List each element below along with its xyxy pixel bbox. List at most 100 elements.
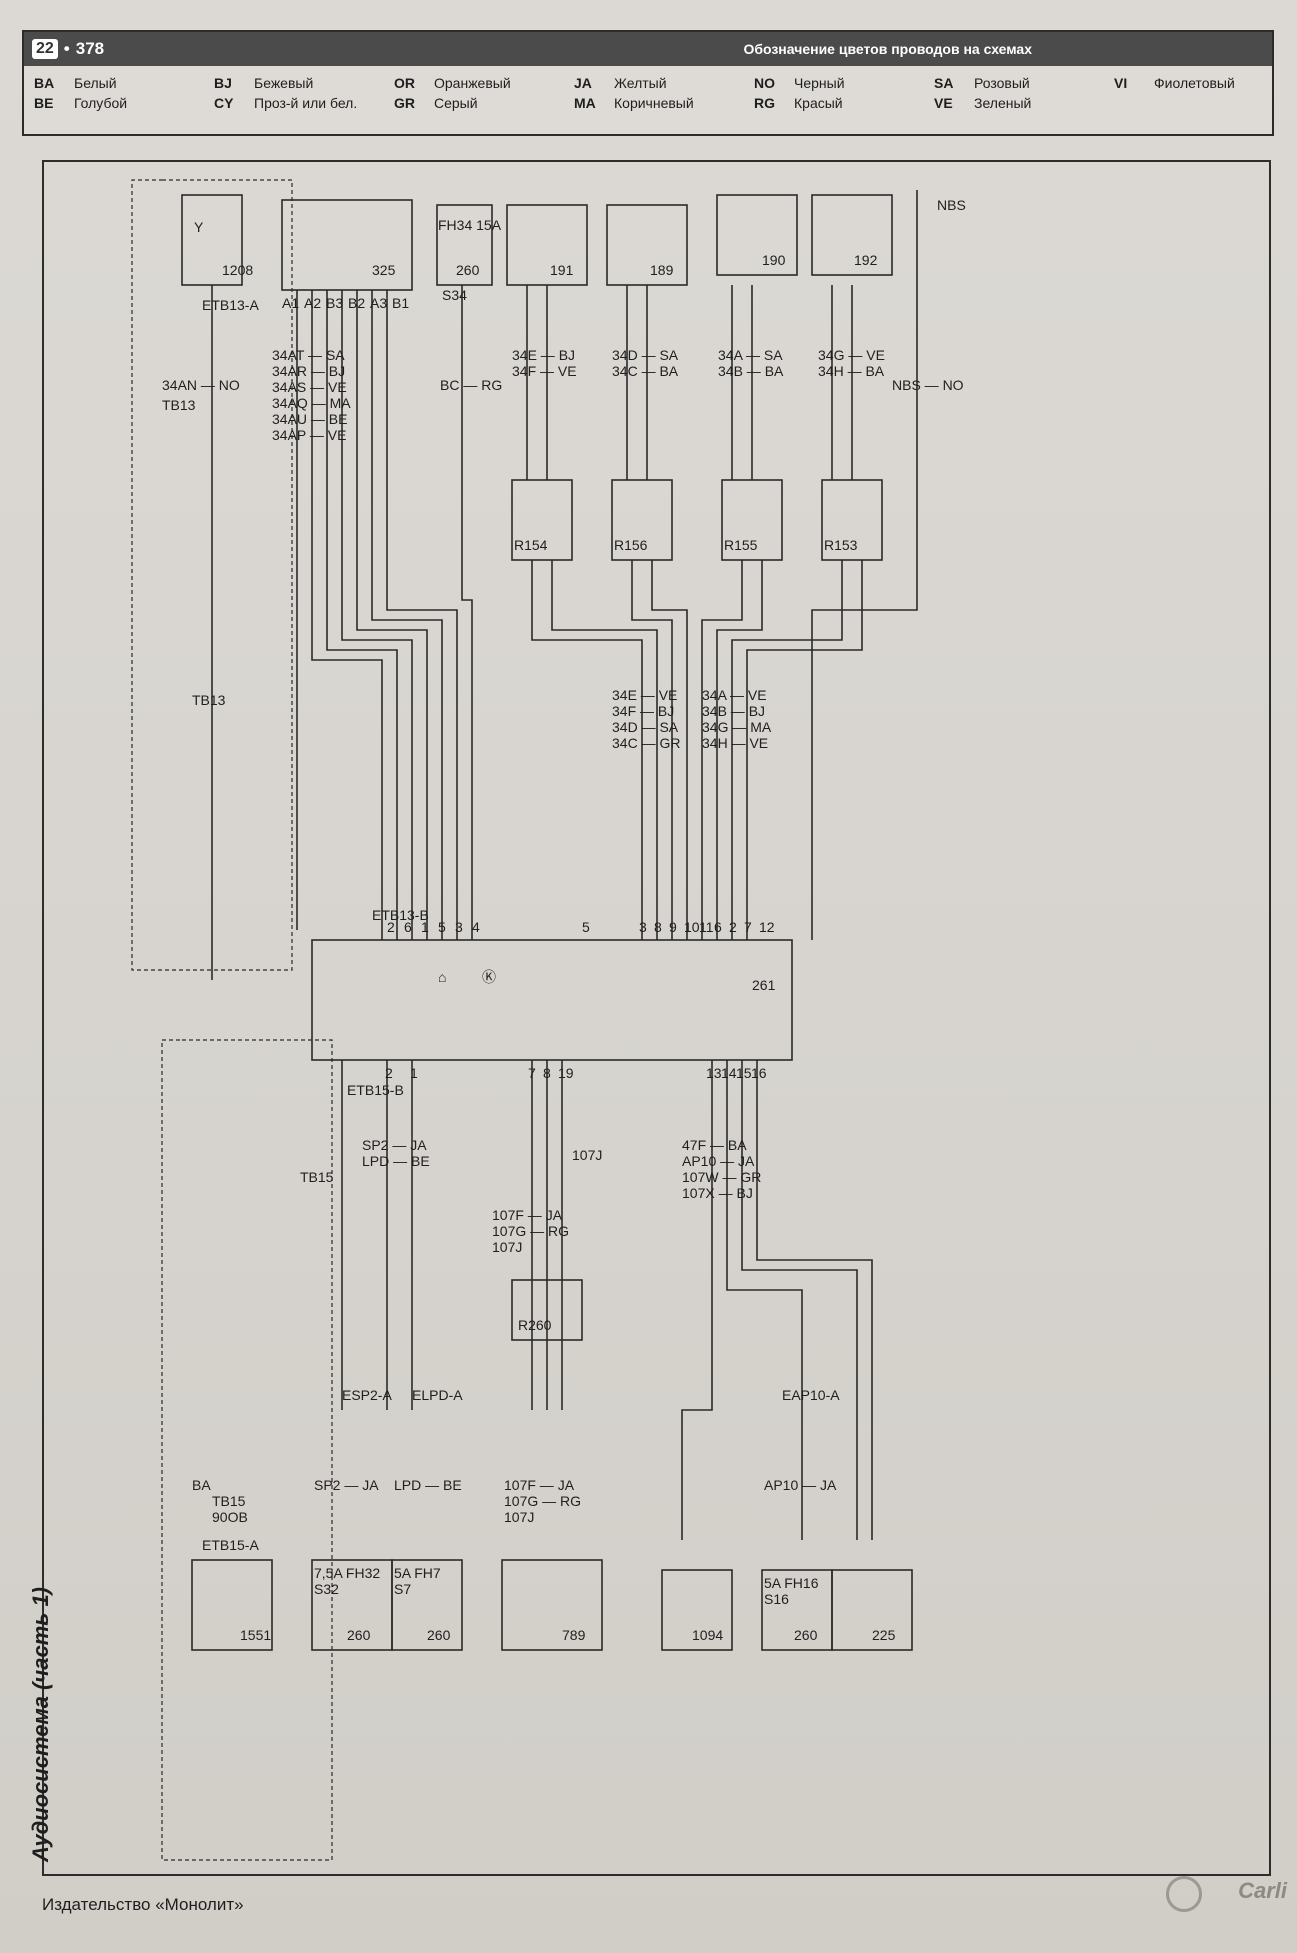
wire-tb13-b: TB13 [192,692,226,708]
bottom-mid-wire: 107J [572,1147,602,1163]
eap10a-label: EAP10-A [782,1387,840,1403]
c260d-wire: AP10 — JA [764,1477,837,1493]
etb15a-label: ETB15-A [202,1537,259,1553]
bundle-wire: 34F — BJ [612,703,674,719]
c1551-label: 1551 [240,1627,271,1643]
r154-label: R154 [514,537,548,553]
header-bar [24,32,1272,66]
c1551-wire: BA [192,1477,211,1493]
unit-right-pin: 9 [669,919,677,935]
r153-label: R153 [824,537,858,553]
bundle-wire: 34E — VE [612,687,677,703]
c260c-label: 260 [427,1627,451,1643]
bottom-left-wire: LPD — BE [362,1153,430,1169]
esp2a-label: ESP2-A [342,1387,392,1403]
fuse-260b-pin: S32 [314,1581,339,1597]
etb15b-label: ETB15-B [347,1082,404,1098]
bottom-mid-wire: 107G — RG [492,1223,569,1239]
c789-wire: 107G — RG [504,1493,581,1509]
spk189-wire: 34D — SA [612,347,679,363]
c325-pin: B3 [326,295,343,311]
unit-right-pin: 3 [639,919,647,935]
unit-bottom-pin: 8 [543,1065,551,1081]
c260b-wire: SP2 — JA [314,1477,379,1493]
unit-top-pin: 5 [438,919,446,935]
c325-wire: 34AS — VE [272,379,347,395]
c325-pin: A2 [304,295,321,311]
unit-top-pin: 3 [455,919,463,935]
c325-wire: 34AU — BE [272,411,347,427]
c325-pin: B1 [392,295,409,311]
nbs-wire: NBS — NO [892,377,964,393]
page-number: 378 [75,39,105,58]
wire-tb13: TB13 [162,397,196,413]
bundle-wire: 34G — MA [702,719,772,735]
c225-label: 225 [872,1627,896,1643]
spk191-wire: 34F — VE [512,363,577,379]
wiring-diagram: Y 1208 325 260 191 189 190 192 NBS R154 … [131,179,966,1861]
nbs-label: NBS [937,197,966,213]
fuse-260a-label: FH34 15A [438,217,502,233]
elpda-label: ELPD-A [412,1387,463,1403]
c789-wire: 107F — JA [504,1477,575,1493]
gear-icon [1166,1876,1202,1912]
fuse-260c-label: 5A FH7 [394,1565,441,1581]
c1094-label: 1094 [692,1627,723,1643]
spk192-wire: 34H — BA [818,363,885,379]
watermark: Carli [1238,1878,1287,1903]
c1551-wire: 90OB [212,1509,248,1525]
r260-label: R260 [518,1317,552,1333]
page-number-block: 22 • 378 [32,37,104,61]
r156-label: R156 [614,537,648,553]
bundle-wire: 34C — GR [612,735,680,751]
c260c-wire: LPD — BE [394,1477,462,1493]
unit-bottom-pin: 16 [751,1065,767,1081]
etb13a-label: ETB13-A [202,297,259,313]
bottom-mid-wire: 107F — JA [492,1207,563,1223]
bottom-left-wire: SP2 — JA [362,1137,427,1153]
unit-bottom-pin: 19 [558,1065,574,1081]
bundle-wire: 34A — VE [702,687,767,703]
c260a-label: 260 [456,262,480,278]
c325-label: 325 [372,262,396,278]
c325-pin: A1 [282,295,299,311]
fuse-260d-label: 5A FH16 [764,1575,819,1591]
unit-right-pin: 7 [744,919,752,935]
unit-bottom-pin: 13 [706,1065,722,1081]
unit-top-pin: 6 [404,919,412,935]
c325-pin: A3 [370,295,387,311]
c260a-wire: BC — RG [440,377,502,393]
diagram-title: Аудиосистема (часть 1) [28,1586,53,1862]
wire-34an: 34AN — NO [162,377,240,393]
c789-wire: 107J [504,1509,534,1525]
fuse-260a-pin: S34 [442,287,467,303]
unit-bottom-pin: 2 [385,1065,393,1081]
radio-icon: ⌂ [438,969,446,985]
unit-bottom-pin: 7 [528,1065,536,1081]
c260b-label: 260 [347,1627,371,1643]
c260d-label: 260 [794,1627,818,1643]
c1551-wire: TB15 [212,1493,246,1509]
bundle-wire: 34B — BJ [702,703,765,719]
unit-right-pin: 11 [699,919,714,935]
r155-label: R155 [724,537,758,553]
diagram-frame [42,160,1271,1876]
unit-right-pin: 2 [729,919,737,935]
antenna-icon: Y [194,219,204,235]
legend-title: Обозначение цветов проводов на схемах [743,41,1032,57]
bundle-wire: 34D — SA [612,719,679,735]
unit-right-pin: 12 [759,919,775,935]
spk190-wire: 34B — BA [718,363,784,379]
c191-label: 191 [550,262,574,278]
bottom-mid-wire: 107J [492,1239,522,1255]
unit-top-pin: 4 [472,919,480,935]
c325-wire: 34AP — VE [272,427,346,443]
